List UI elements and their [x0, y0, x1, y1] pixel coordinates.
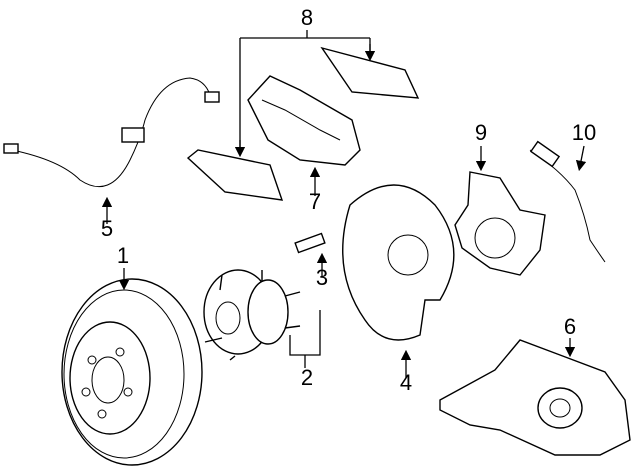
brake-pads: [186, 46, 420, 201]
brake-caliper: [439, 339, 631, 456]
bolt: [294, 232, 326, 254]
leader-10: [575, 145, 587, 172]
caliper-support-bracket: [247, 75, 361, 166]
leader-2: [289, 310, 321, 356]
caliper-bracket-plate: [454, 171, 546, 276]
abs-sensor-wire: [3, 77, 220, 188]
wheel-hub-bearing: [203, 269, 301, 361]
callout-6: 6: [563, 314, 577, 339]
callout-2: 2: [300, 365, 314, 390]
splash-shield: [342, 184, 455, 341]
callout-7: 7: [308, 189, 322, 214]
callout-3: 3: [315, 265, 329, 290]
callout-8: 8: [300, 5, 314, 30]
leader-8: [239, 30, 371, 152]
wheel-speed-sensor: [529, 140, 606, 263]
callout-5: 5: [100, 216, 114, 241]
callout-9: 9: [474, 120, 488, 145]
brake-rotor: [61, 278, 203, 466]
callout-10: 10: [571, 120, 597, 145]
callout-4: 4: [399, 370, 413, 395]
callout-1: 1: [116, 243, 130, 268]
